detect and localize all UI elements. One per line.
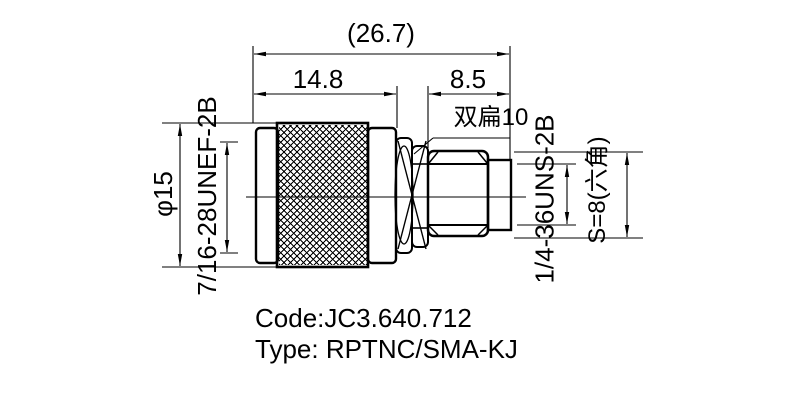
code-text: Code:JC3.640.712 <box>255 303 472 333</box>
rptnc-left-cap <box>254 126 280 265</box>
type-text: Type: RPTNC/SMA-KJ <box>255 334 518 364</box>
rptnc-right-cap <box>366 126 398 265</box>
flat-cross-mark <box>397 140 427 250</box>
dimension-arrowheads <box>177 51 630 266</box>
knurl-texture <box>279 125 367 265</box>
left-thread-label: 7/16-28UNEF-2B <box>192 96 222 296</box>
dim-body-length-label: 14.8 <box>292 64 344 94</box>
flat-surface-arc <box>394 145 414 245</box>
right-thread-label: 1/4-36UNS-2B <box>529 114 560 284</box>
dimension-lines <box>162 46 643 268</box>
flats-leader <box>413 137 434 155</box>
flats-label: 双扁10 <box>453 104 529 131</box>
rptnc-knurl-outline <box>275 121 370 269</box>
diameter-label: φ15 <box>148 171 178 217</box>
dim-overall-length-label: (26.7) <box>347 18 415 48</box>
connector-body <box>254 121 513 269</box>
sma-thread-barrel <box>486 158 513 232</box>
dim-sma-length-label: 8.5 <box>449 64 487 94</box>
hex-size-label: S=8(六角) <box>584 136 611 244</box>
